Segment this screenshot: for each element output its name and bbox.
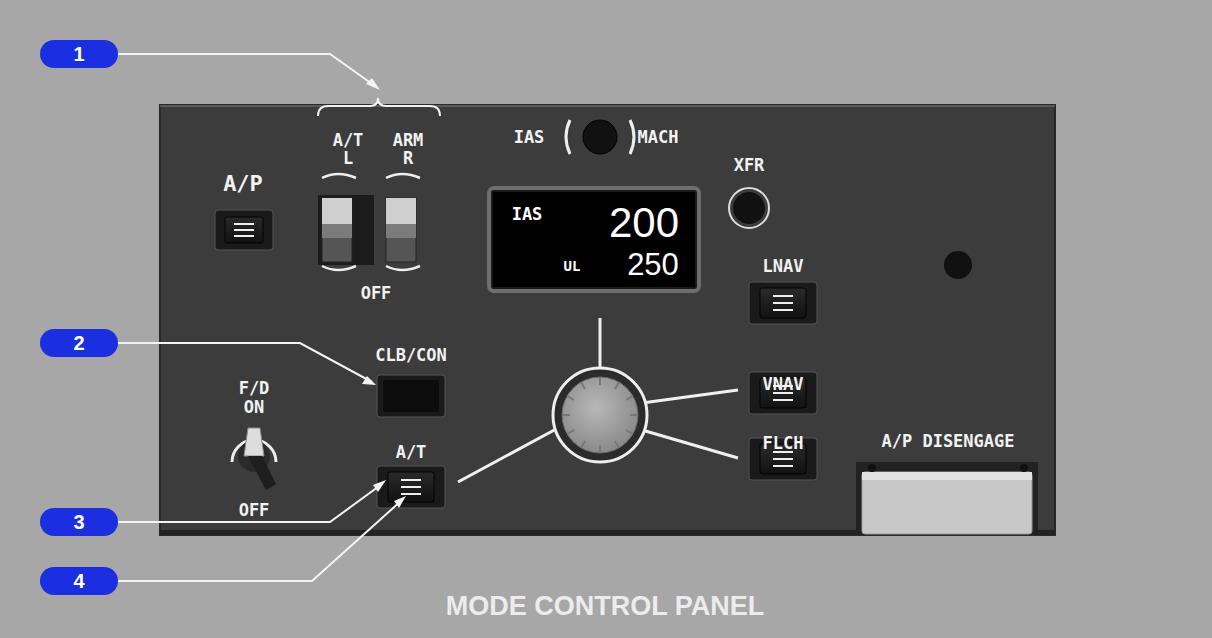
- callout-number: 2: [73, 333, 84, 353]
- button-label: VNAV: [763, 376, 804, 393]
- switch-label: ON: [244, 399, 264, 416]
- display-text: 250: [627, 249, 679, 280]
- button-label: CLB/CON: [375, 347, 447, 364]
- switch-label: OFF: [239, 502, 270, 519]
- button-label: LNAV: [763, 258, 804, 275]
- switch-label: F/D: [239, 380, 270, 397]
- button-label: A/P DISENGAGE: [881, 433, 1014, 450]
- display-text: UL: [564, 259, 581, 273]
- switch-label: OFF: [361, 285, 392, 302]
- button-label: FLCH: [763, 435, 804, 452]
- display-text: IAS: [512, 206, 543, 223]
- knob-label: IAS: [514, 129, 545, 146]
- panel-caption: MODE CONTROL PANEL: [446, 593, 765, 620]
- callout-number: 4: [73, 571, 84, 591]
- button-label: XFR: [734, 157, 765, 174]
- speed-display: IAS 200UL 250: [487, 186, 701, 293]
- button-label: A/P: [223, 173, 263, 195]
- callout-number: 3: [73, 512, 84, 532]
- callout-number: 1: [73, 44, 84, 64]
- display-text: 200: [609, 202, 679, 244]
- switch-label: L: [343, 150, 353, 167]
- button-label: A/T: [396, 444, 427, 461]
- knob-label: MACH: [638, 129, 679, 146]
- switch-label: A/T: [333, 132, 364, 149]
- switch-label: ARM: [393, 132, 424, 149]
- switch-label: R: [403, 150, 413, 167]
